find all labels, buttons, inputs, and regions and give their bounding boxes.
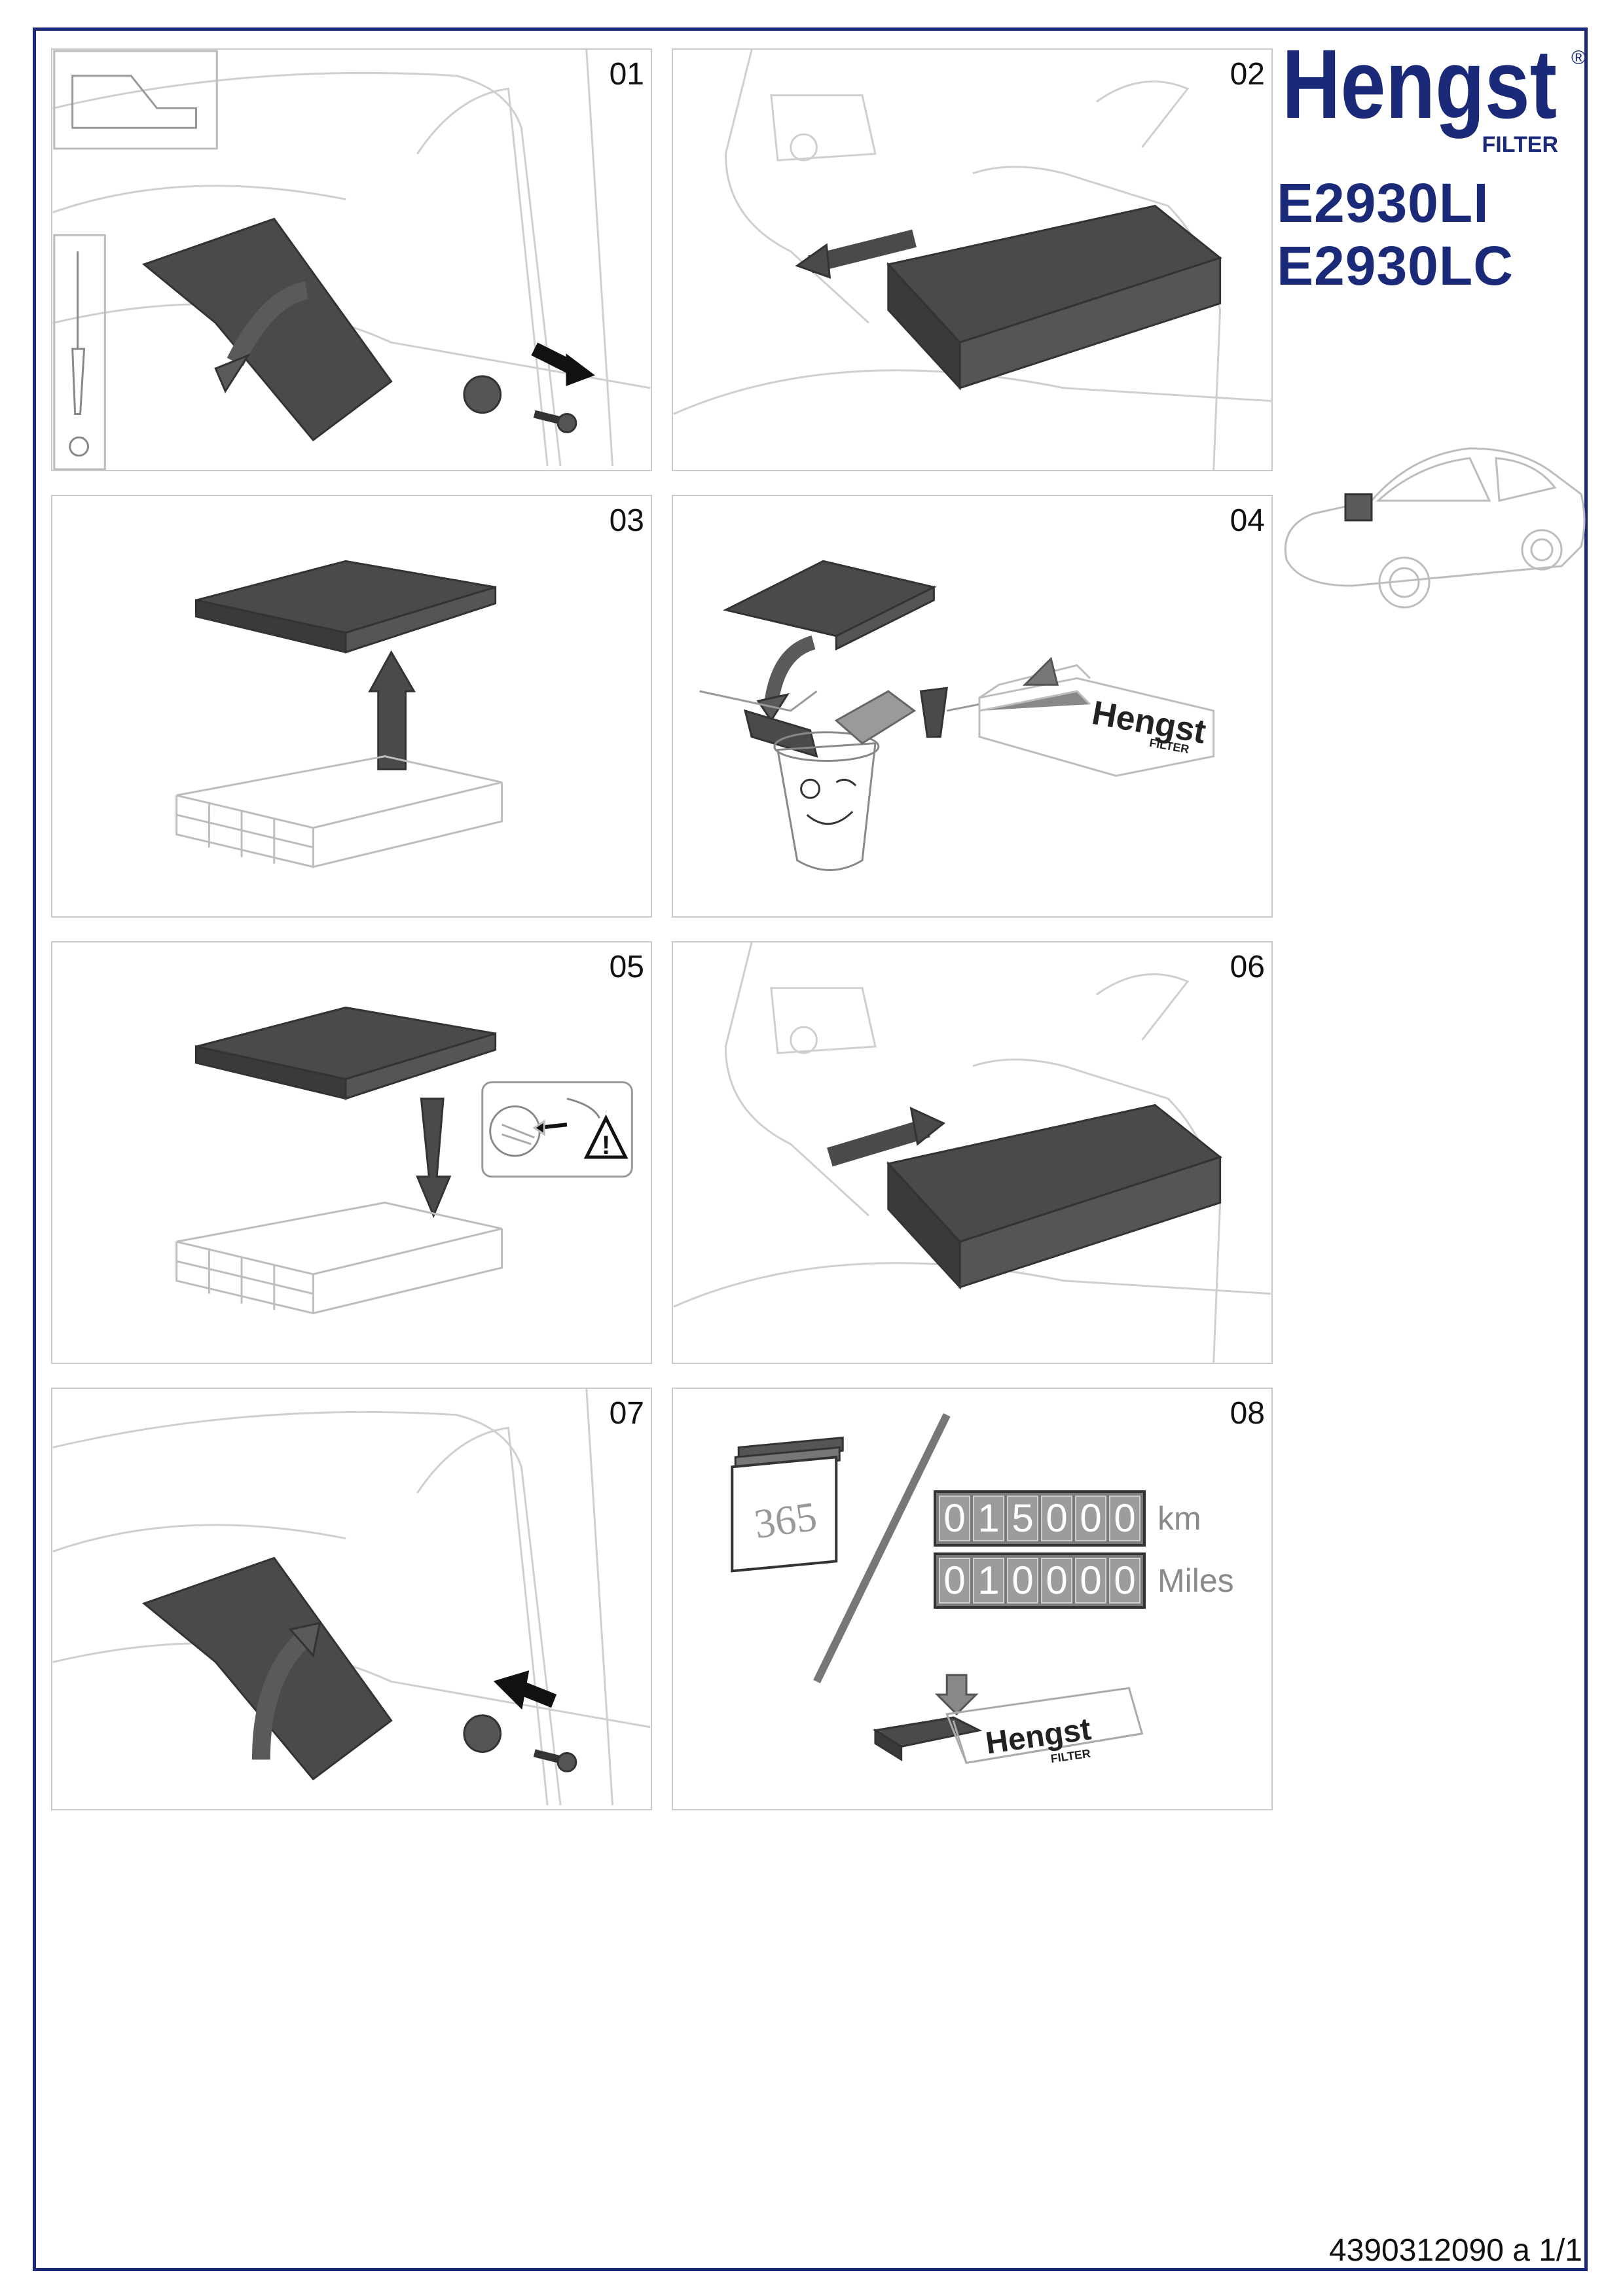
- step-panel-07: 07: [51, 1388, 652, 1810]
- odometer-digit: 0: [1075, 1496, 1106, 1541]
- odometer-digit: 0: [939, 1558, 970, 1604]
- odometer-digit: 0: [1109, 1496, 1140, 1541]
- calendar-days: 365: [752, 1493, 820, 1548]
- step-panel-08: 365 Hengst FILTER 08 0 1 5 0 0 0 km 0 1 …: [672, 1388, 1273, 1810]
- step-number: 01: [609, 57, 644, 92]
- odometer-km: 0 1 5 0 0 0 km: [934, 1490, 1201, 1547]
- odometer-digit: 0: [939, 1496, 970, 1541]
- svg-text:!: !: [602, 1131, 610, 1160]
- step-panel-04: Hengst FILTER 04: [672, 495, 1273, 918]
- brand-sub: FILTER: [1482, 132, 1558, 157]
- step-number: 03: [609, 503, 644, 538]
- arrow-icon: [416, 1098, 452, 1219]
- step-number: 06: [1230, 950, 1265, 984]
- arrow-icon: [909, 1106, 946, 1146]
- step-number: 05: [609, 950, 644, 984]
- odometer-digits: 0 1 5 0 0 0: [934, 1490, 1146, 1547]
- part-number-2: E2930LC: [1277, 235, 1514, 296]
- arrow-icon: [368, 650, 416, 770]
- step-panel-02: 02: [672, 48, 1273, 471]
- odometer-unit: km: [1158, 1500, 1201, 1537]
- odometer-digit: 0: [1041, 1558, 1072, 1604]
- hengst-logo: Hengst ® FILTER: [1277, 29, 1586, 157]
- step-number: 02: [1230, 57, 1265, 92]
- odometer-digit: 1: [973, 1558, 1004, 1604]
- odometer-digit: 5: [1007, 1496, 1038, 1541]
- car-icon: [1273, 429, 1588, 625]
- registered-mark: ®: [1571, 47, 1584, 69]
- arrow-icon: [934, 1674, 979, 1716]
- page-frame: [33, 27, 1588, 2271]
- step-panel-05: ! 05: [51, 941, 652, 1364]
- arrow-icon: [1022, 656, 1059, 686]
- arrow-icon: [795, 243, 831, 279]
- odometer-unit: Miles: [1158, 1562, 1234, 1599]
- step-panel-03: 03: [51, 495, 652, 918]
- odometer-digit: 0: [1075, 1558, 1106, 1604]
- odometer-miles: 0 1 0 0 0 0 Miles: [934, 1552, 1234, 1609]
- trash-can-mascot-icon: [773, 690, 917, 871]
- arrow-icon: [519, 1681, 557, 1708]
- odometer-digit: 1: [973, 1496, 1004, 1541]
- step-panel-01: 01: [51, 48, 652, 471]
- odometer-digit: 0: [1041, 1496, 1072, 1541]
- step-number: 08: [1230, 1396, 1265, 1431]
- part-number-1: E2930LI: [1277, 172, 1489, 234]
- step-panel-06: 06: [672, 941, 1273, 1364]
- calendar-icon: 365: [731, 1436, 844, 1573]
- odometer-digit: 0: [1007, 1558, 1038, 1604]
- step-number: 04: [1230, 503, 1265, 538]
- document-number: 4390312090 a 1/1: [1328, 2233, 1582, 2268]
- warning-icon: !: [583, 1114, 629, 1160]
- screwdriver-icon: [71, 251, 86, 416]
- step-number: 07: [609, 1396, 644, 1431]
- brand-name: Hengst: [1282, 39, 1557, 139]
- odometer-digits: 0 1 0 0 0 0: [934, 1552, 1146, 1609]
- odometer-digit: 0: [1109, 1558, 1140, 1604]
